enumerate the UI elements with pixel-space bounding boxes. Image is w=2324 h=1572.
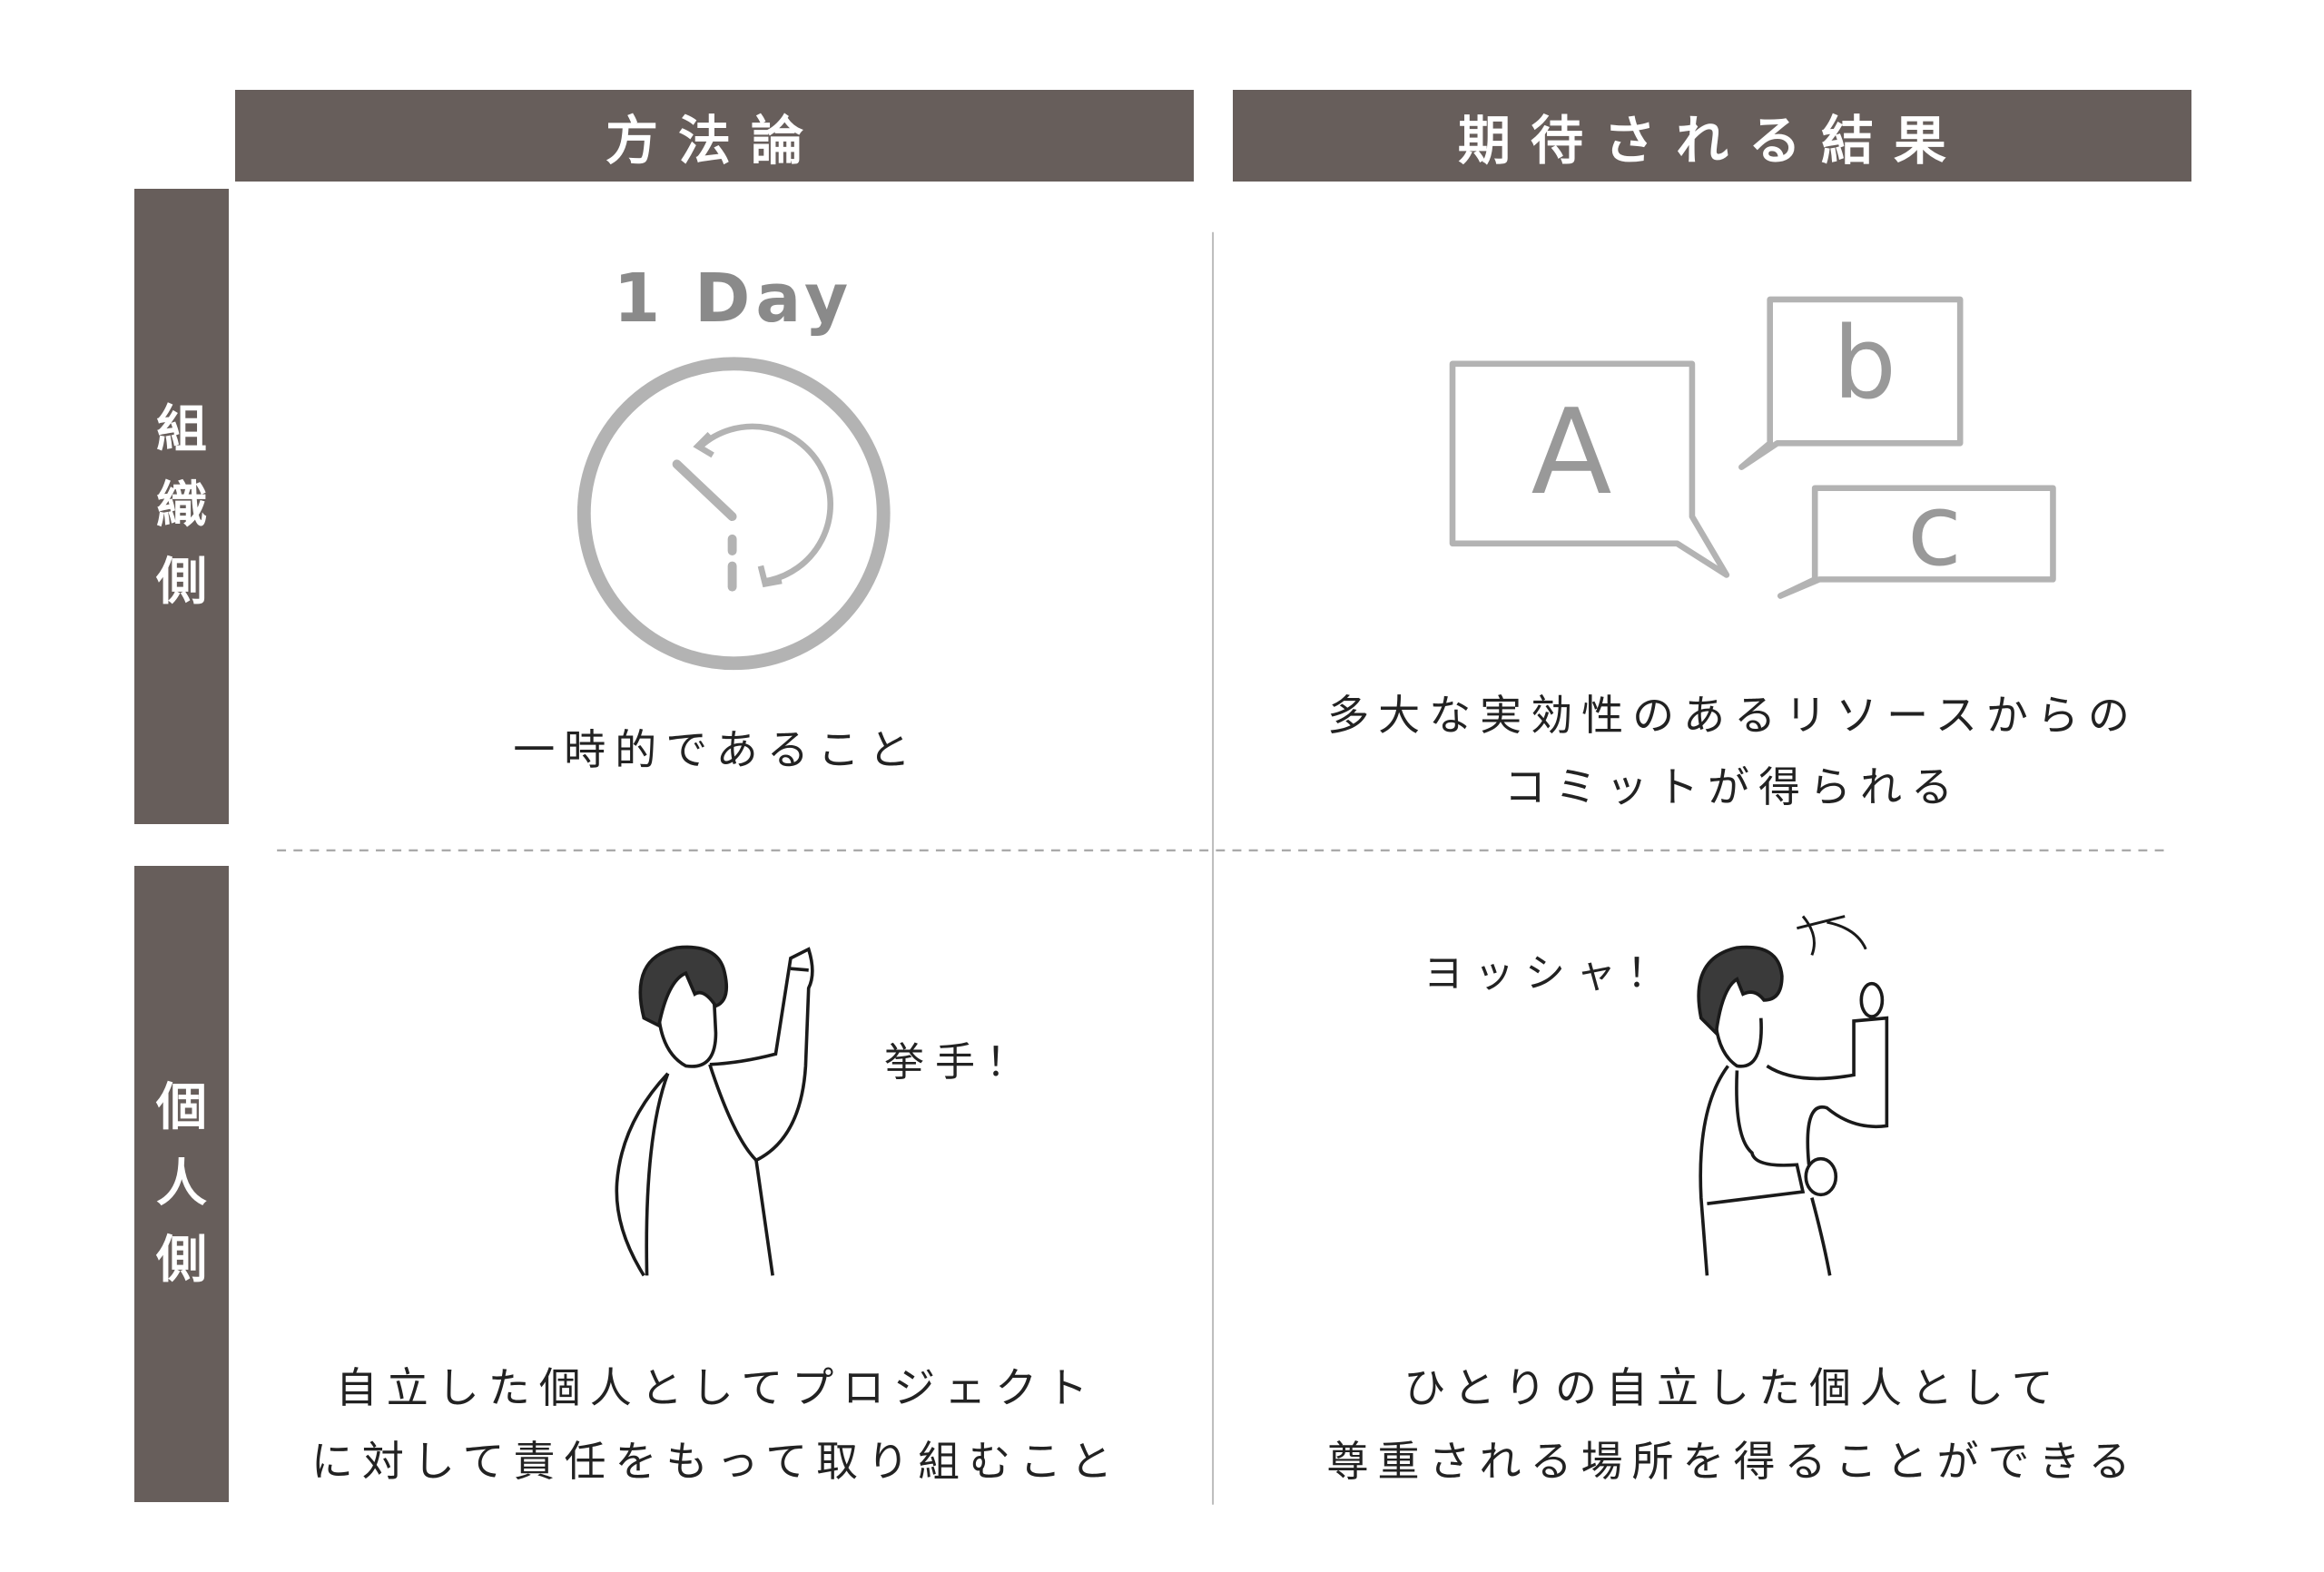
raise-hand-speech: 挙手！ bbox=[884, 1039, 1037, 1086]
row-label-char: 組 bbox=[156, 400, 207, 459]
bubble-c-letter: c bbox=[1906, 472, 1963, 588]
row-label-char: 人 bbox=[156, 1154, 207, 1213]
bubble-a bbox=[1449, 360, 1730, 578]
header-method: 方法論 bbox=[235, 90, 1194, 182]
org-method-text: 一時的であること bbox=[513, 725, 920, 774]
person-raising-hand bbox=[615, 945, 814, 1277]
ind-method-line1: 自立した個人としてプロジェクト bbox=[335, 1363, 1098, 1412]
header-result: 期待される結果 bbox=[1233, 90, 2191, 182]
one-day-label: 1 Day bbox=[613, 260, 854, 338]
person-celebrating bbox=[1697, 915, 1889, 1276]
header-result-label: 期待される結果 bbox=[1457, 109, 1966, 172]
bubble-b bbox=[1738, 296, 1964, 470]
bubble-c bbox=[1777, 485, 2056, 599]
speech-bubbles-icon bbox=[1449, 296, 2056, 599]
row-label-char: 個 bbox=[156, 1077, 207, 1137]
org-result-line1: 多大な実効性のあるリソースからの bbox=[1327, 691, 2139, 740]
bubble-a-letter: A bbox=[1531, 383, 1612, 521]
row-label-char: 側 bbox=[156, 1230, 207, 1290]
org-result-line2: コミットが得られる bbox=[1504, 762, 1962, 811]
ind-result-line2: 尊重される場所を得ることができる bbox=[1326, 1437, 2140, 1486]
row-label-char: 側 bbox=[156, 553, 207, 612]
header-method-label: 方法論 bbox=[605, 109, 823, 172]
yossha-speech: ヨッシャ！ bbox=[1423, 950, 1678, 997]
row-label-organization: 組 織 側 bbox=[134, 189, 229, 824]
bubble-b-letter: b bbox=[1833, 305, 1896, 421]
row-label-individual: 個 人 側 bbox=[134, 866, 229, 1502]
ind-method-line2: に対して責任をもって取り組むこと bbox=[310, 1437, 1122, 1486]
clock-icon bbox=[576, 357, 891, 671]
row-label-char: 織 bbox=[156, 477, 207, 535]
ind-result-line1: ひとりの自立した個人として bbox=[1403, 1363, 2063, 1412]
